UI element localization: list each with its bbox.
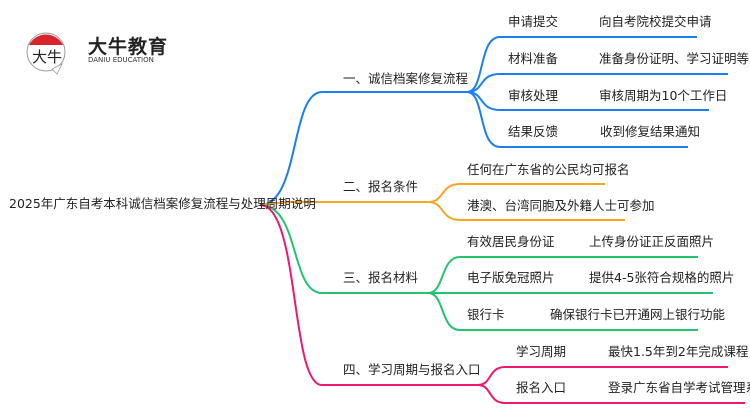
logo-mark-icon: 大牛 xyxy=(26,32,66,75)
branch-3-child-3: 银行卡 xyxy=(467,307,505,322)
branch-3-connectors xyxy=(259,204,713,331)
branch-4-child-1: 学习周期 xyxy=(516,344,567,359)
branch-4-child-2: 报名入口 xyxy=(516,380,567,395)
branch-2-connectors xyxy=(259,183,625,221)
branch-3-child-2-detail: 提供4-5张符合规格的照片 xyxy=(589,270,735,285)
root-topic: 2025年广东自考本科诚信档案修复流程与处理周期说明 xyxy=(9,196,316,211)
branch-3-child-1-detail: 上传身份证正反面照片 xyxy=(589,234,715,249)
branch-4-child-2-detail: 登录广东省自学考试管理系统 xyxy=(608,380,750,395)
branch-4-label: 四、学习周期与报名入口 xyxy=(343,362,481,377)
branch-1-child-2-detail: 准备身份证明、学习证明等 xyxy=(599,51,750,66)
branch-1-label: 一、诚信档案修复流程 xyxy=(343,71,469,86)
branch-4-child-1-detail: 最快1.5年到2年完成课程 xyxy=(608,344,749,359)
branch-2-child-1: 任何在广东省的公民均可报名 xyxy=(467,162,630,177)
branch-3-child-1: 有效居民身份证 xyxy=(467,234,555,249)
branch-3-label: 三、报名材料 xyxy=(343,270,419,285)
logo-subtitle: DANIU EDUCATION xyxy=(88,56,154,64)
branch-2-child-2: 港澳、台湾同胞及外籍人士可参加 xyxy=(467,198,655,213)
branch-1-child-1-detail: 向自考院校提交申请 xyxy=(599,14,712,29)
logo: 大牛 大牛教育 DANIU EDUCATION xyxy=(22,28,172,75)
branch-1-child-2: 材料准备 xyxy=(508,51,559,66)
branch-3-child-3-detail: 确保银行卡已开通网上银行功能 xyxy=(550,307,726,322)
branch-4-connectors xyxy=(259,204,745,404)
svg-text:大牛: 大牛 xyxy=(32,48,62,66)
branch-1-child-3-detail: 审核周期为10个工作日 xyxy=(599,88,728,103)
branch-1-child-1: 申请提交 xyxy=(508,14,559,29)
logo-title: 大牛教育 xyxy=(88,36,169,58)
branch-3-child-2: 电子版免冠照片 xyxy=(467,270,555,285)
branch-1-child-4-detail: 收到修复结果通知 xyxy=(600,124,701,139)
branch-2-label: 二、报名条件 xyxy=(343,179,419,194)
branch-1-connectors xyxy=(259,36,728,206)
branch-1-child-4: 结果反馈 xyxy=(508,124,559,139)
branch-1-child-3: 审核处理 xyxy=(508,88,559,103)
